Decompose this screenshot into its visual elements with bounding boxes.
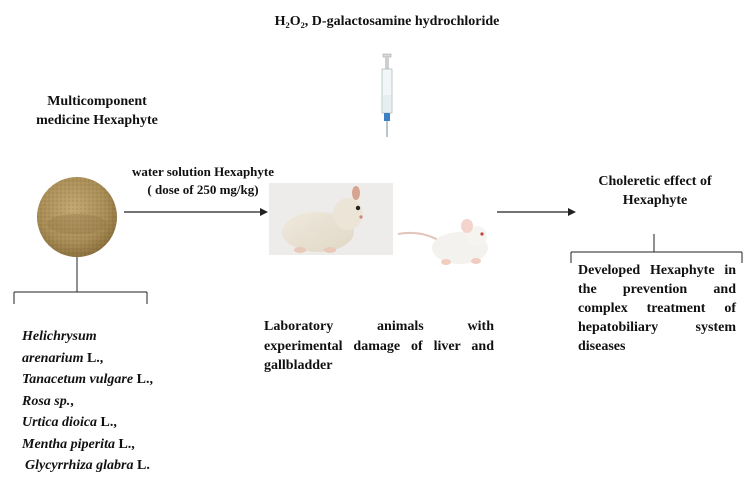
plant-latin-name: Rosa sp. [22,393,71,409]
plant-list: Helichrysum arenarium L., Tanacetum vulg… [22,326,153,477]
plant-latin-name: Glycyrrhiza glabra [25,458,134,473]
outcome-text: Developed Hexaphyte in the prevention an… [578,263,736,354]
plant-latin-name: Tanacetum vulgare [22,372,134,387]
guinea-pig-image [269,183,393,255]
medicine-title-line-1: Multicomponent [47,94,147,109]
plant-suffix: L., [97,415,117,430]
medicine-title-line-2: medicine Hexaphyte [36,113,158,128]
medicine-title: Multicomponent medicine Hexaphyte [22,92,172,130]
effect-title: Choleretic effect of Hexaphyte [580,172,730,210]
plant-latin-name: Helichrysum [22,329,97,344]
plant-latin-name: Mentha piperita [22,436,115,452]
plant-latin-name: Urtica dioica [22,415,98,430]
plant-item: arenarium L., [22,348,153,370]
reagent-label: H₂O₂, D-galactosamine hydrochloride [274,14,500,29]
plant-list-bracket [13,257,148,304]
arrow-to-effect [497,208,576,216]
effect-title-line-1: Choleretic effect of [598,174,712,189]
plant-suffix: L., [83,350,104,366]
plant-suffix: L., [114,436,135,452]
outcome-bracket [570,234,743,263]
plant-item: Urtica dioica L., [22,412,153,434]
syringe-icon [381,53,393,137]
dose-label-line-1: water solution Hexaphyte [131,164,275,179]
dose-label-line-2: ( dose of 250 mg/kg) [147,182,259,197]
plant-latin-name: arenarium [22,350,84,366]
plant-suffix: L. [133,458,150,473]
plant-item: Tanacetum vulgare L., [22,369,153,391]
plant-item: Glycyrrhiza glabra L. [22,455,153,477]
dose-label: water solution Hexaphyte ( dose of 250 m… [118,163,288,199]
herbal-powder-image [37,177,117,257]
plant-suffix: , [70,393,74,409]
arrow-to-animals [124,208,268,216]
plant-suffix: L., [133,372,153,387]
rat-image [397,219,488,265]
effect-title-line-2: Hexaphyte [622,193,688,208]
plant-item: Helichrysum [22,326,153,348]
plant-item: Rosa sp., [22,391,153,413]
animals-caption: Laboratory animals with experimental dam… [264,319,494,373]
plant-item: Mentha piperita L., [22,434,153,456]
